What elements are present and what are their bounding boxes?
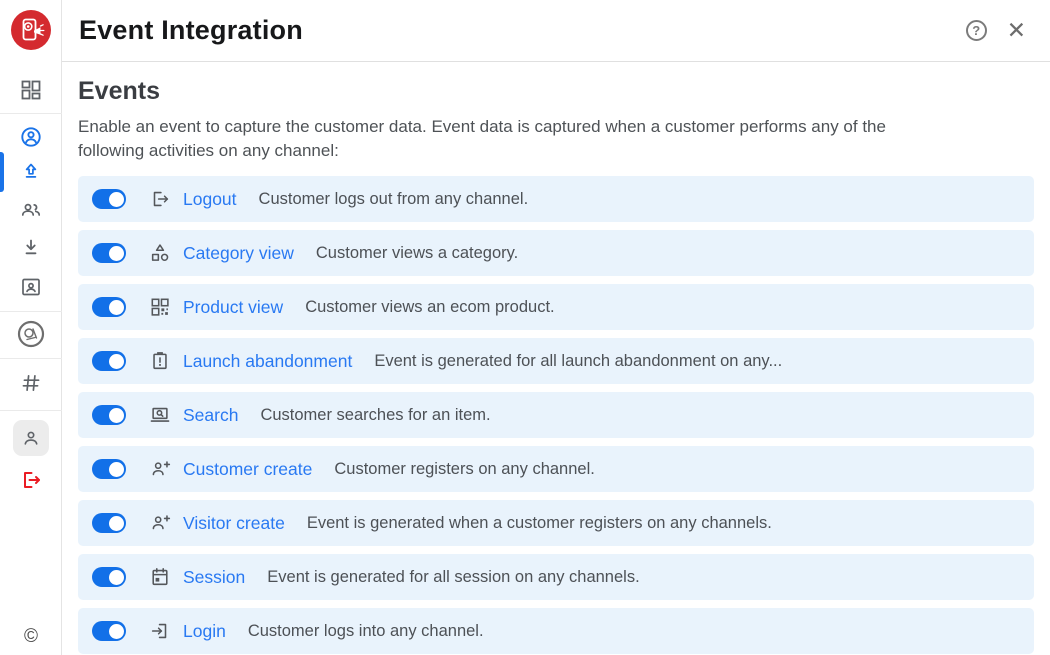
- sidebar-item-logout[interactable]: [0, 468, 62, 492]
- brand-logo[interactable]: [0, 9, 62, 51]
- sidebar-item-hash[interactable]: [0, 371, 62, 395]
- toggle-session[interactable]: [92, 567, 126, 587]
- category-icon: [149, 242, 171, 264]
- toggle-visitor-create[interactable]: [92, 513, 126, 533]
- events-heading: Events: [78, 77, 160, 105]
- sidebar-divider: [0, 311, 62, 312]
- clipboard-alert-icon: [149, 350, 171, 372]
- sidebar-item-profile[interactable]: [13, 420, 49, 456]
- event-label[interactable]: Search: [183, 404, 239, 425]
- event-row-visitor-create: Visitor create Event is generated when a…: [78, 500, 1034, 546]
- sidebar-divider: [0, 113, 62, 114]
- calendar-icon: [149, 566, 171, 588]
- login-icon: [149, 620, 171, 642]
- brand-logo-icon: [11, 10, 51, 50]
- help-icon[interactable]: ?: [965, 20, 987, 41]
- download-icon: [25, 239, 37, 255]
- event-description: Customer registers on any channel.: [334, 459, 595, 478]
- sidebar-item-audience[interactable]: [0, 198, 62, 222]
- toggle-login[interactable]: [92, 621, 126, 641]
- event-label[interactable]: Category view: [183, 242, 294, 263]
- events-panel: Events Enable an event to capture the cu…: [62, 62, 1050, 655]
- event-row-customer-create: Customer create Customer registers on an…: [78, 446, 1034, 492]
- person-add-icon: [149, 458, 171, 480]
- event-row-product-view: Product view Customer views an ecom prod…: [78, 284, 1034, 330]
- hash-icon: [22, 374, 40, 392]
- event-description: Customer logs out from any channel.: [258, 189, 529, 208]
- sidebar: ©: [0, 0, 62, 655]
- event-label[interactable]: Launch abandonment: [183, 350, 353, 371]
- sidebar-item-download[interactable]: [0, 236, 62, 260]
- contact-card-icon: [22, 278, 40, 296]
- event-list: Logout Customer logs out from any channe…: [78, 176, 1034, 654]
- event-label[interactable]: Visitor create: [183, 512, 285, 533]
- close-icon[interactable]: ✕: [1006, 17, 1026, 43]
- globe-logo-icon: [17, 320, 45, 348]
- toggle-search[interactable]: [92, 405, 126, 425]
- event-row-logout: Logout Customer logs out from any channe…: [78, 176, 1034, 222]
- logout-icon: [24, 472, 40, 488]
- sidebar-item-globe-logo[interactable]: [0, 320, 62, 348]
- laptop-search-icon: [149, 404, 171, 426]
- account-circle-icon: [21, 127, 41, 147]
- toggle-customer-create[interactable]: [92, 459, 126, 479]
- copyright-icon: ©: [24, 626, 38, 647]
- event-label[interactable]: Login: [183, 620, 226, 641]
- people-icon: [21, 203, 41, 216]
- person-add-icon: [149, 512, 171, 534]
- header: Event Integration ? ✕: [62, 0, 1050, 62]
- event-row-launch-abandonment: Launch abandonment Event is generated fo…: [78, 338, 1034, 384]
- event-label[interactable]: Session: [183, 566, 246, 587]
- events-description: Enable an event to capture the customer …: [78, 117, 886, 160]
- event-description: Event is generated for all launch abando…: [374, 351, 783, 370]
- page-title: Event Integration: [79, 15, 303, 45]
- event-row-search: Search Customer searches for an item.: [78, 392, 1034, 438]
- event-row-category-view: Category view Customer views a category.: [78, 230, 1034, 276]
- toggle-logout[interactable]: [92, 189, 126, 209]
- event-description: Event is generated for all session on an…: [267, 567, 640, 586]
- qr-grid-icon: [149, 296, 171, 318]
- toggle-launch-abandonment[interactable]: [92, 351, 126, 371]
- sidebar-item-dashboard[interactable]: [0, 78, 62, 102]
- sidebar-divider: [0, 358, 62, 359]
- sidebar-active-indicator: [0, 152, 4, 192]
- upload-icon: [25, 163, 37, 178]
- event-label[interactable]: Logout: [183, 188, 237, 209]
- sidebar-item-upload-active[interactable]: [0, 160, 62, 184]
- event-description: Customer searches for an item.: [260, 405, 491, 424]
- sidebar-item-account[interactable]: [0, 125, 62, 149]
- event-label[interactable]: Customer create: [183, 458, 313, 479]
- event-description: Customer views an ecom product.: [305, 297, 555, 316]
- event-row-login: Login Customer logs into any channel.: [78, 608, 1034, 654]
- event-row-session: Session Event is generated for all sessi…: [78, 554, 1034, 600]
- header-actions: ? ✕: [965, 17, 1026, 43]
- event-description: Event is generated when a customer regis…: [306, 513, 772, 532]
- logout-icon: [149, 188, 171, 210]
- event-description: Customer views a category.: [315, 243, 519, 262]
- sidebar-item-contact-card[interactable]: [0, 275, 62, 299]
- toggle-product-view[interactable]: [92, 297, 126, 317]
- sidebar-divider: [0, 410, 62, 411]
- event-description: Customer logs into any channel.: [247, 621, 484, 640]
- toggle-category-view[interactable]: [92, 243, 126, 263]
- person-icon: [24, 431, 38, 445]
- event-label[interactable]: Product view: [183, 296, 284, 317]
- dashboard-icon: [21, 80, 41, 100]
